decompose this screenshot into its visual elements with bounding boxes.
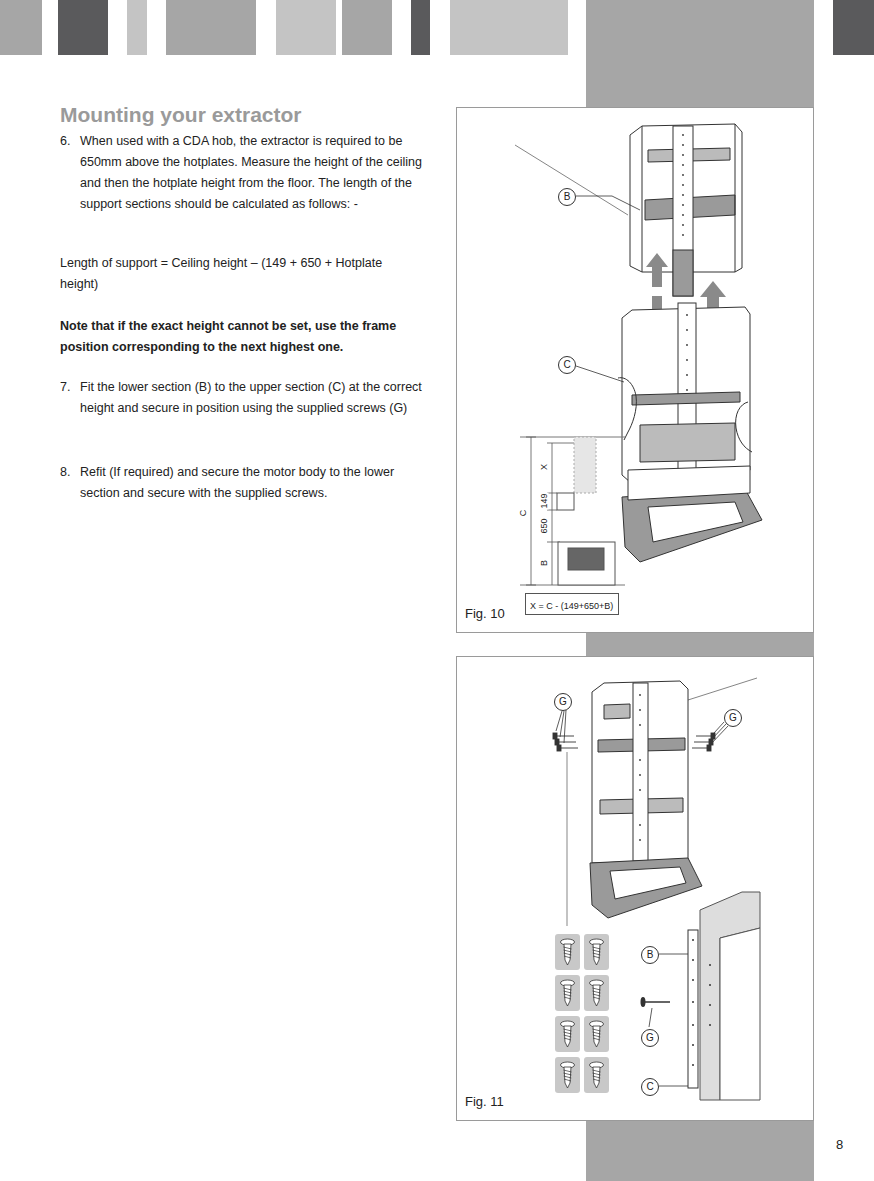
arrow-up — [646, 253, 668, 287]
node-text: C — [563, 360, 570, 370]
callout-letter: B — [558, 188, 576, 206]
bar — [0, 0, 42, 55]
step-text: Refit (If required) and secure the motor… — [80, 462, 422, 504]
leader-line — [576, 196, 640, 210]
ceiling-line — [515, 145, 628, 215]
bar — [586, 1121, 814, 1181]
edge — [735, 124, 736, 272]
duct — [574, 437, 596, 493]
screws — [553, 733, 715, 751]
frame-detail-panel — [700, 892, 760, 1100]
edge — [642, 126, 643, 272]
rail-holes — [639, 694, 641, 841]
ceiling-line — [688, 678, 757, 700]
callout-letter: B — [641, 946, 659, 964]
rail-holes — [692, 939, 711, 1066]
base-opening — [648, 502, 743, 542]
bar — [276, 0, 336, 55]
node-text: B — [647, 950, 654, 960]
dimension-label: C — [518, 509, 528, 518]
shelf — [640, 423, 735, 462]
base-flange — [622, 489, 762, 562]
step-text: Fit the lower section (B) to the upper s… — [80, 377, 422, 419]
bar — [586, 633, 814, 656]
base-opening — [610, 867, 686, 899]
callout-letter: G — [724, 709, 742, 727]
bar — [833, 0, 874, 55]
bar — [586, 0, 814, 107]
motor-box — [628, 466, 750, 500]
base-flange — [590, 858, 702, 918]
hand — [736, 402, 752, 452]
figure-panel: Fig. 11 G G B G C — [456, 656, 814, 1121]
rail-end — [673, 250, 693, 296]
node-text: G — [646, 1033, 654, 1043]
hood — [557, 493, 574, 510]
frame-detail-side — [720, 928, 760, 1100]
rail-detail — [688, 930, 698, 1088]
fig11-drawing — [553, 678, 760, 1100]
guide-line — [567, 752, 568, 926]
oven-door — [568, 548, 604, 570]
hob-unit — [558, 542, 615, 585]
figure-label: Fig. 10 — [465, 606, 505, 621]
dimension-line — [531, 437, 532, 585]
dimension-label: 149 — [539, 492, 549, 509]
page-number: 8 — [836, 1137, 843, 1152]
leader-line — [576, 366, 624, 382]
step-number: 7. — [60, 377, 80, 398]
rail-holes — [686, 314, 688, 391]
bar — [450, 0, 568, 55]
formula-box: X = C - (149+650+B) — [525, 593, 619, 615]
detail-screw — [641, 997, 671, 1007]
figure-label: Fig. 11 — [465, 1094, 504, 1109]
bar — [58, 0, 108, 55]
rail-holes — [682, 134, 684, 236]
step-number: 8. — [60, 462, 80, 483]
callout-letter: G — [554, 693, 572, 711]
ceiling — [520, 437, 625, 438]
node-text: B — [564, 192, 571, 202]
note-text: Note that if the exact height cannot be … — [60, 316, 425, 358]
bar — [411, 0, 430, 55]
step-text: When used with a CDA hob, the extractor … — [80, 131, 422, 215]
figure-panel: Fig. 10 B C X = C - (149+650+B) — [456, 107, 814, 633]
fig10-drawing — [515, 124, 762, 585]
node-text: C — [646, 1082, 653, 1092]
screw-icons — [555, 934, 609, 1093]
dimension-line — [552, 443, 553, 585]
assembled-frame — [592, 681, 688, 863]
callout-letter: G — [641, 1029, 659, 1047]
bar — [166, 0, 256, 55]
node-text: G — [559, 697, 567, 707]
shelf — [604, 704, 630, 719]
dimension-label: B — [539, 559, 549, 567]
node-text: G — [729, 713, 737, 723]
rail — [673, 126, 693, 296]
callout-letter: C — [641, 1078, 659, 1096]
page-title: Mounting your extractor — [60, 103, 302, 127]
hand — [618, 378, 636, 440]
step-number: 6. — [60, 131, 80, 152]
dimension-label: 650 — [539, 517, 549, 534]
bar — [342, 0, 392, 55]
rail — [633, 683, 648, 861]
shelf — [632, 392, 740, 405]
bar — [127, 0, 147, 55]
node-text: X = C - (149+650+B) — [530, 601, 613, 611]
formula-text: Length of support = Ceiling height – (14… — [60, 253, 420, 295]
callout-letter: C — [558, 356, 576, 374]
dimension-label: X — [539, 463, 549, 471]
